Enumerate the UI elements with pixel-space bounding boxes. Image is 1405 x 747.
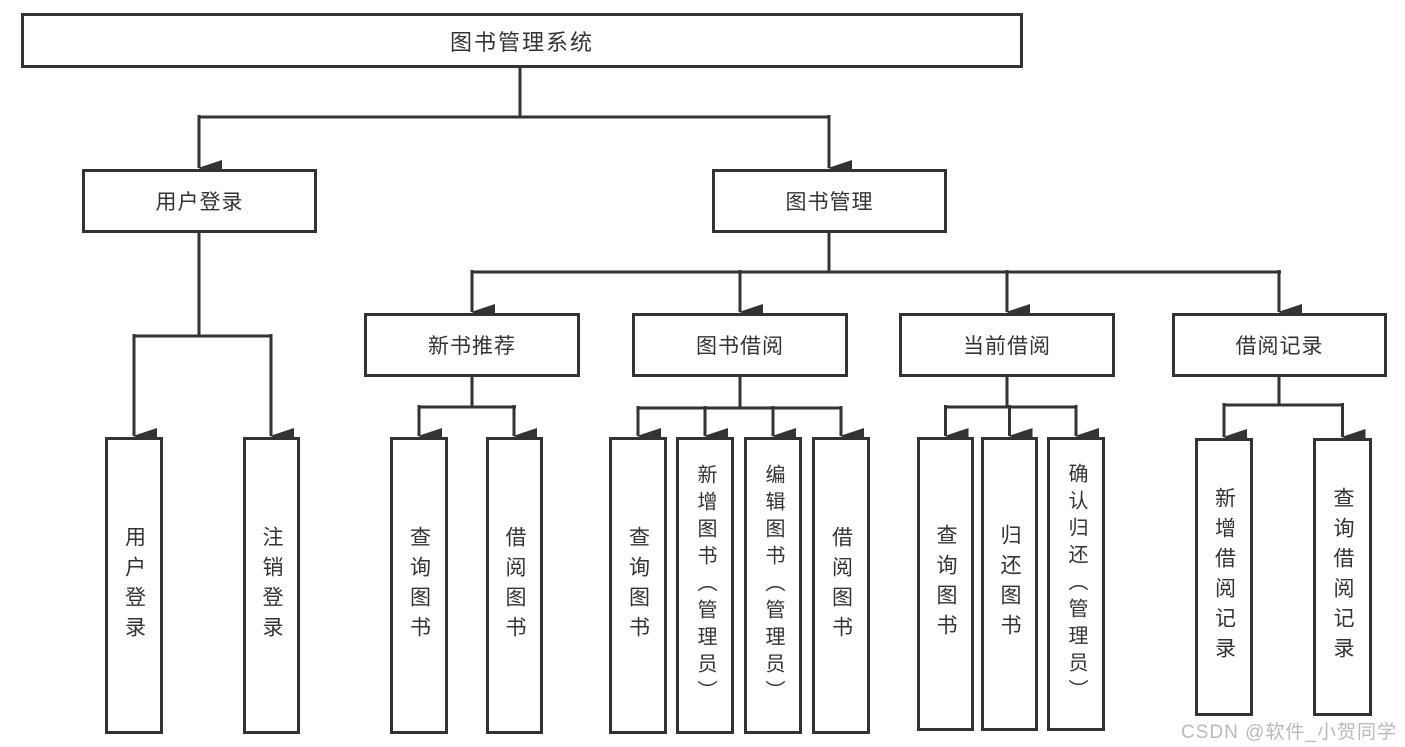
leaf-label: 归还图书 <box>998 524 1021 644</box>
leaf-label: 查询图书 <box>626 525 650 646</box>
leaf-query-books: 查询图书 <box>390 437 448 734</box>
node-library-management-system: 图书管理系统 <box>21 13 1023 68</box>
node-book-borrowing: 图书借阅 <box>632 313 848 377</box>
leaf-label: 编辑图书（管理员） <box>762 464 784 707</box>
leaf-borrow-books: 借阅图书 <box>812 437 870 734</box>
node-new-book-recommendation: 新书推荐 <box>364 313 580 377</box>
leaf-label: 新增图书（管理员） <box>694 464 716 707</box>
leaf-label: 用户登录 <box>122 525 146 646</box>
leaf-label: 注销登录 <box>260 525 283 646</box>
node-current-borrowing: 当前借阅 <box>899 313 1115 377</box>
leaf-label: 借阅图书 <box>829 525 853 646</box>
leaf-user-login: 用户登录 <box>105 437 163 734</box>
leaf-query-books: 查询图书 <box>609 437 667 734</box>
leaf-edit-books-admin: 编辑图书（管理员） <box>744 437 802 734</box>
leaf-query-books: 查询图书 <box>917 437 974 731</box>
leaf-label: 查询图书 <box>407 525 431 646</box>
leaf-label: 确认归还（管理员） <box>1065 462 1087 706</box>
csdn-watermark: CSDN @软件_小贺同学 <box>1181 722 1397 743</box>
node-borrowing-records: 借阅记录 <box>1172 313 1387 377</box>
leaf-label: 查询借阅记录 <box>1331 487 1354 667</box>
leaf-query-borrow-record: 查询借阅记录 <box>1313 438 1372 716</box>
node-user-login: 用户登录 <box>82 169 317 233</box>
leaf-confirm-return-admin: 确认归还（管理员） <box>1047 437 1105 731</box>
node-book-management: 图书管理 <box>712 169 947 233</box>
leaf-label: 查询图书 <box>934 524 957 644</box>
leaf-label: 新增借阅记录 <box>1212 487 1236 667</box>
leaf-logout: 注销登录 <box>243 437 300 734</box>
leaf-return-books: 归还图书 <box>981 437 1038 731</box>
leaf-add-borrow-record: 新增借阅记录 <box>1195 438 1253 716</box>
leaf-borrow-books: 借阅图书 <box>486 437 543 734</box>
leaf-add-books-admin: 新增图书（管理员） <box>676 437 734 734</box>
leaf-label: 借阅图书 <box>503 525 526 646</box>
